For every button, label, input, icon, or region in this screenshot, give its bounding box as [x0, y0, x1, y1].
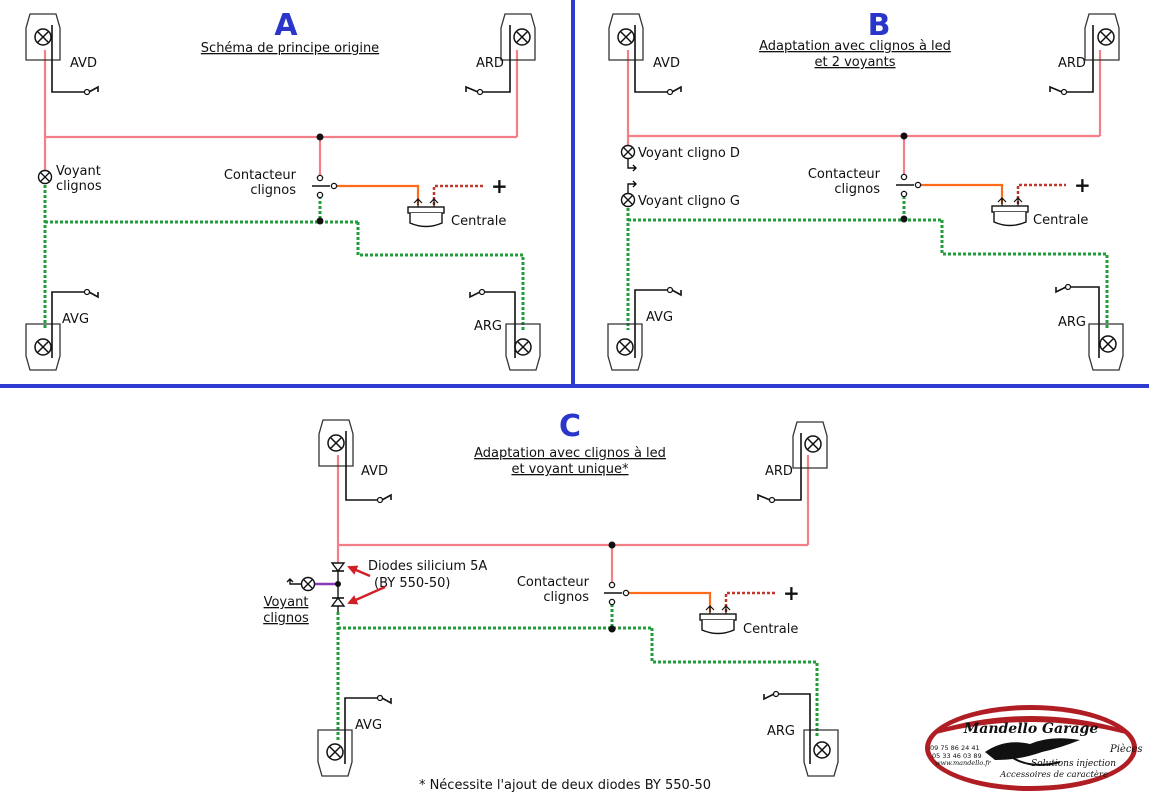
arrow-diode-bottom: [347, 585, 386, 605]
label-centrale-b: Centrale: [1033, 213, 1088, 228]
panel-c-title-1: Adaptation avec clignos à led: [474, 446, 666, 461]
label-voyant-a-2: clignos: [56, 179, 102, 194]
voyant-d-lamp-b: [620, 144, 637, 172]
label-avd-a: AVD: [70, 56, 97, 71]
logo-tag-3: Accessoires de caractère: [999, 769, 1108, 780]
logo-name: Mandello Garage: [963, 721, 1099, 737]
voyant-lamp-c: [286, 576, 316, 592]
label-voyant-d-b: Voyant cligno D: [638, 146, 740, 161]
label-contacteur-b-2: clignos: [834, 182, 880, 197]
lamp-arg-b: [1055, 283, 1124, 371]
contacteur-switch-a: [312, 174, 338, 199]
panel-b-title-1: Adaptation avec clignos à led: [759, 39, 951, 54]
logo-tag-1: Pièces: [1109, 744, 1143, 755]
label-avg-b: AVG: [646, 310, 673, 325]
label-centrale-c: Centrale: [743, 622, 798, 637]
label-voyant-a-1: Voyant: [56, 164, 101, 179]
plus-sign-a: +: [491, 174, 508, 198]
diode-bottom-c: [330, 584, 346, 612]
panel-b-title-2: et 2 voyants: [814, 55, 895, 70]
lamp-avg-b: [607, 286, 682, 371]
panel-a-title: Schéma de principe origine: [201, 41, 379, 56]
centrale-relay-b: [991, 197, 1029, 227]
label-diodes-c-1: Diodes silicium 5A: [368, 559, 487, 574]
logo-phone-1: 09 75 86 24 41: [930, 744, 980, 752]
voyant-g-lamp-b: [620, 180, 637, 208]
label-diodes-c-2: (BY 550-50): [374, 576, 450, 591]
label-ard-a: ARD: [476, 56, 504, 71]
label-arg-b: ARG: [1058, 315, 1086, 330]
lamp-ard-b: [1049, 13, 1120, 96]
eagle-icon: [985, 738, 1080, 766]
label-contacteur-a-2: clignos: [250, 183, 296, 198]
panel-c-title-2: et voyant unique*: [511, 462, 629, 477]
label-avg-c: AVG: [355, 718, 382, 733]
label-voyant-g-b: Voyant cligno G: [638, 194, 740, 209]
panel-c: C Adaptation avec clignos à led et voyan…: [263, 409, 839, 793]
label-arg-c: ARG: [767, 724, 795, 739]
label-contacteur-c-2: clignos: [543, 590, 589, 605]
voyant-lamp-a: [37, 169, 53, 185]
label-voyant-c-2: clignos: [263, 611, 309, 626]
lamp-arg-a: [469, 288, 541, 371]
panel-c-letter: C: [559, 409, 581, 444]
label-avd-b: AVD: [653, 56, 680, 71]
label-avg-a: AVG: [62, 312, 89, 327]
label-centrale-a: Centrale: [451, 214, 506, 229]
lamp-avd-a: [25, 13, 99, 96]
label-contacteur-c-1: Contacteur: [517, 575, 590, 590]
lamp-avg-c: [317, 694, 392, 777]
panel-b-letter: B: [868, 8, 891, 43]
label-avd-c: AVD: [361, 464, 388, 479]
label-contacteur-b-1: Contacteur: [808, 167, 881, 182]
panel-a: A Schéma de principe origine: [25, 8, 541, 371]
mandello-garage-logo: Mandello Garage 09 75 86 24 41 05 33 46 …: [925, 705, 1143, 791]
diode-top-c: [330, 562, 346, 584]
footnote: * Nécessite l'ajout de deux diodes BY 55…: [419, 778, 711, 793]
centrale-relay-c: [699, 605, 737, 635]
contacteur-switch-b: [896, 173, 922, 198]
label-ard-c: ARD: [765, 464, 793, 479]
lamp-ard-a: [465, 13, 536, 96]
plus-sign-b: +: [1074, 173, 1091, 197]
label-ard-b: ARD: [1058, 56, 1086, 71]
panel-b: B Adaptation avec clignos à led et 2 voy…: [607, 8, 1124, 371]
label-voyant-c-1: Voyant: [264, 595, 309, 610]
label-arg-a: ARG: [474, 319, 502, 334]
lamp-ard-c: [757, 421, 828, 504]
lamp-avd-c: [318, 419, 392, 504]
centrale-relay-a: [407, 198, 445, 228]
plus-sign-c: +: [783, 581, 800, 605]
panel-a-letter: A: [274, 8, 298, 43]
label-contacteur-a-1: Contacteur: [224, 168, 297, 183]
contacteur-switch-c: [604, 581, 630, 606]
lamp-arg-c: [763, 690, 839, 777]
lamp-avg-a: [25, 288, 99, 371]
logo-phone-2: 05 33 46 03 89: [932, 752, 982, 760]
logo-tag-2: Solutions injection: [1031, 759, 1116, 769]
arrow-diode-top: [347, 565, 371, 578]
logo-website: www.mandello.fr: [935, 759, 992, 767]
lamp-avd-b: [608, 13, 682, 96]
